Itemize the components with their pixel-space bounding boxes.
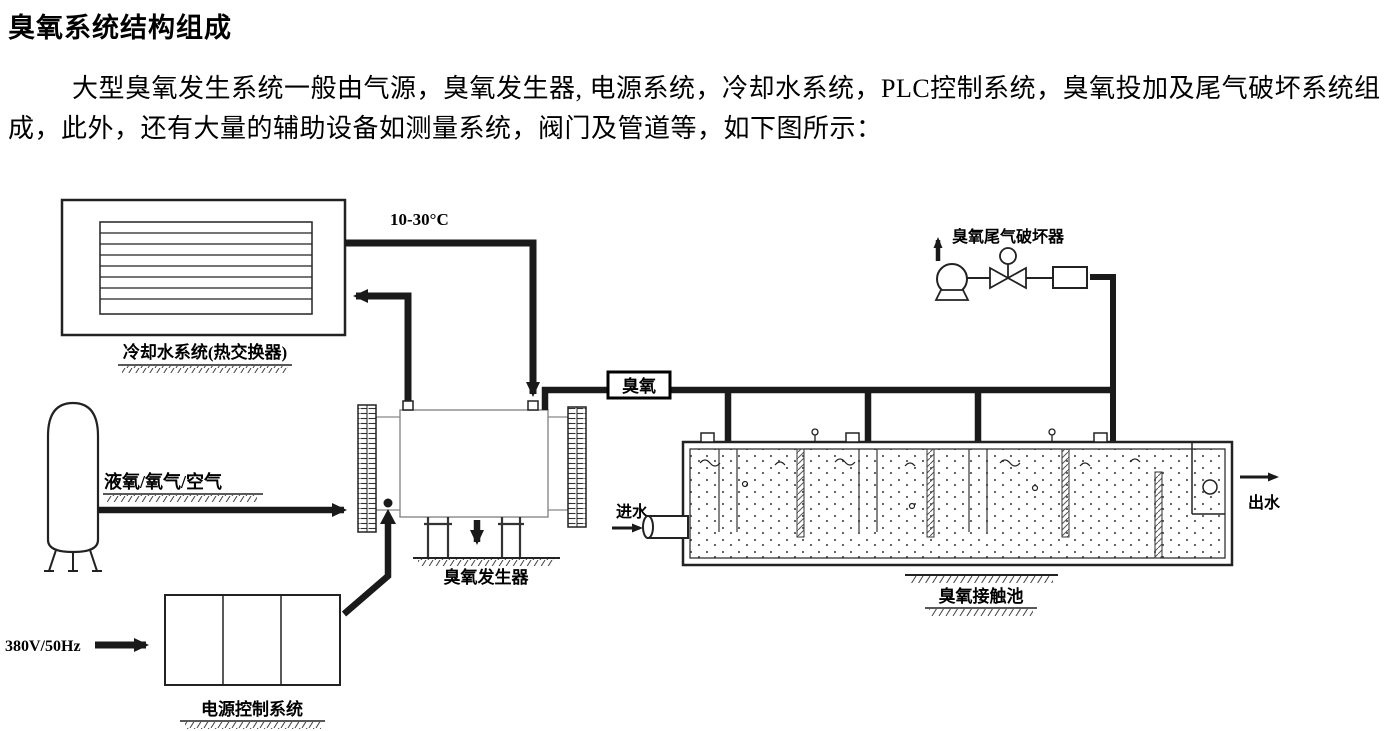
power-system-label: 电源控制系统 bbox=[201, 699, 303, 719]
ozone-system-diagram: 冷却水系统(热交换器) 10-30°C 液氧/氧气/空气 bbox=[5, 198, 1281, 729]
tank-baffle bbox=[796, 448, 805, 538]
gas-tank bbox=[44, 401, 102, 572]
page-title: 臭氧系统结构组成 bbox=[8, 13, 232, 43]
heat-exchanger: 冷却水系统(热交换器) bbox=[60, 198, 347, 373]
cooling-supply-pipe bbox=[345, 239, 540, 397]
intro-paragraph: 大型臭氧发生系统一般由气源，臭氧发生器, 电源系统，冷却水系统，PLC控制系统，… bbox=[8, 74, 1381, 143]
generator-body bbox=[399, 409, 549, 518]
power-input-label: 380V/50Hz bbox=[5, 638, 81, 655]
tank-vent bbox=[1093, 432, 1108, 443]
ozone-generator: 臭氧发生器 bbox=[357, 400, 587, 587]
water-surface-marks bbox=[699, 458, 1141, 510]
ozone-pipe-label-box: 臭氧 bbox=[606, 370, 672, 400]
generator-left-port bbox=[402, 400, 414, 411]
power-cable bbox=[341, 521, 392, 617]
outlet-weir bbox=[1154, 471, 1163, 559]
water-temp-label: 10-30°C bbox=[390, 210, 449, 229]
label-underline-hatch bbox=[107, 495, 257, 502]
tank-baffle bbox=[1061, 448, 1070, 538]
label-underline-hatch bbox=[929, 609, 1033, 616]
generator-legs bbox=[424, 517, 524, 558]
lid-instrument bbox=[1048, 428, 1056, 436]
label-underline-hatch bbox=[185, 722, 321, 729]
water-outlet-label: 出水 bbox=[1248, 493, 1281, 512]
fan-base bbox=[934, 289, 970, 301]
destructor-box bbox=[1052, 266, 1088, 289]
power-arrow-up bbox=[380, 509, 396, 524]
cooling-return-pipe bbox=[353, 289, 412, 402]
tail-gas-pipe bbox=[1090, 274, 1116, 442]
tank-vent bbox=[845, 432, 860, 443]
tank-baffle bbox=[926, 448, 935, 538]
power-control-box: 电源控制系统 bbox=[164, 594, 341, 729]
inlet-pipe-end bbox=[642, 515, 654, 539]
contact-tank-water bbox=[689, 448, 1226, 559]
gas-source-label: 液氧/氧气/空气 bbox=[104, 471, 222, 492]
gas-tank-legs bbox=[44, 549, 102, 572]
tail-gas-destructor: 臭氧尾气破坏器 bbox=[933, 227, 1088, 301]
tank-ground-hatch bbox=[910, 576, 1053, 583]
generator-right-port bbox=[527, 400, 539, 411]
lid-instrument bbox=[811, 428, 819, 436]
ozone-generator-label: 臭氧发生器 bbox=[444, 567, 530, 587]
heat-exchanger-coils bbox=[100, 232, 312, 300]
valve-icon bbox=[989, 247, 1027, 290]
tank-vent bbox=[700, 432, 715, 443]
label-underline-hatch bbox=[122, 366, 288, 373]
flow-meter bbox=[1202, 479, 1218, 495]
power-terminal-dot bbox=[383, 498, 393, 508]
diffuser-tubes bbox=[718, 449, 988, 532]
generator-ground-hatch bbox=[418, 559, 554, 566]
ozone-pipe-main bbox=[541, 386, 1113, 410]
destructor-label: 臭氧尾气破坏器 bbox=[952, 227, 1065, 246]
contact-tank-label: 臭氧接触池 bbox=[939, 586, 1024, 606]
contact-tank bbox=[681, 428, 1234, 567]
ozone-pipe-label: 臭氧 bbox=[622, 376, 656, 396]
cooling-system-label: 冷却水系统(热交换器) bbox=[123, 342, 287, 362]
water-inlet-label: 进水 bbox=[616, 502, 649, 521]
